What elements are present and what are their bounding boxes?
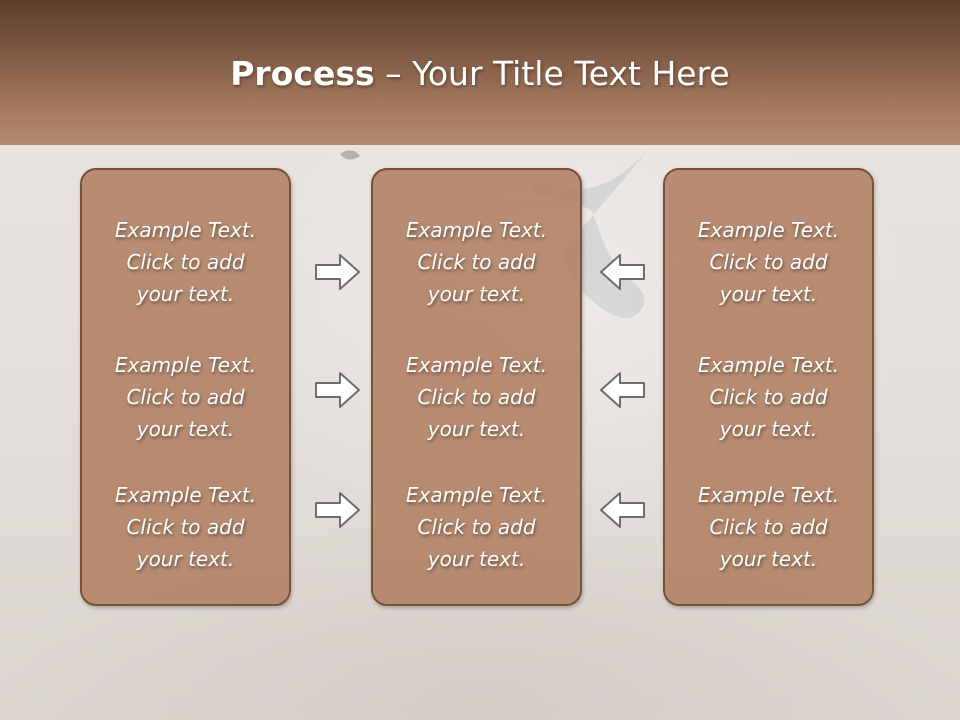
process-box-left[interactable]: Example Text. Click to add your text. Ex… <box>80 168 291 606</box>
slide-title[interactable]: Process – Your Title Text Here <box>0 52 960 96</box>
arrow-left-icon <box>600 254 645 290</box>
text-placeholder[interactable]: Example Text. Click to add your text. <box>114 353 257 441</box>
text-placeholder[interactable]: Example Text. Click to add your text. <box>114 218 257 306</box>
arrow-left-icon <box>600 372 645 408</box>
slide-title-rest: – Your Title Text Here <box>374 54 730 93</box>
title-banner: Process – Your Title Text Here <box>0 0 960 145</box>
process-box-center[interactable]: Example Text. Click to add your text. Ex… <box>371 168 582 606</box>
text-placeholder[interactable]: Example Text. Click to add your text. <box>697 483 840 571</box>
arrow-right-icon <box>315 254 360 290</box>
text-placeholder[interactable]: Example Text. Click to add your text. <box>697 218 840 306</box>
process-box-right[interactable]: Example Text. Click to add your text. Ex… <box>663 168 874 606</box>
text-placeholder[interactable]: Example Text. Click to add your text. <box>697 353 840 441</box>
text-placeholder[interactable]: Example Text. Click to add your text. <box>405 218 548 306</box>
arrow-left-icon <box>600 492 645 528</box>
text-placeholder[interactable]: Example Text. Click to add your text. <box>405 483 548 571</box>
slide-title-bold: Process <box>230 54 375 93</box>
arrow-right-icon <box>315 372 360 408</box>
text-placeholder[interactable]: Example Text. Click to add your text. <box>405 353 548 441</box>
text-placeholder[interactable]: Example Text. Click to add your text. <box>114 483 257 571</box>
arrow-right-icon <box>315 492 360 528</box>
